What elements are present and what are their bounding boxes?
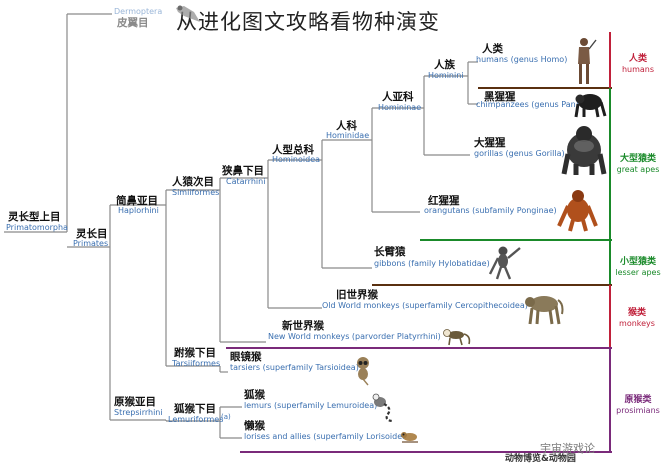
leaf-lorises-cn: 懒猴 (244, 420, 265, 432)
node-haplorhini-cn: 简鼻亚目 (116, 195, 158, 207)
leaf-lorises-en: lorises and allies (superfamily Lorisoid… (244, 432, 411, 441)
group-prosimians-en: prosimians (616, 406, 660, 416)
group-prosimians: 原猴类 prosimians (612, 395, 664, 416)
group-great-apes: 大型猿类 great apes (612, 154, 664, 175)
node-catarrhini-en: Catarrhini (226, 177, 266, 186)
group-monkeys-cn: 猴类 (627, 308, 646, 318)
leaf-gibbons-en: gibbons (family Hylobatidae) (374, 259, 490, 268)
leaf-oldworld-cn: 旧世界猴 (336, 289, 378, 301)
group-great-apes-cn: 大型猿类 (619, 154, 656, 164)
leaf-gorillas-en: gorillas (genus Gorilla) (474, 149, 565, 158)
node-strepsirrhini-cn: 原猴亚目 (114, 396, 156, 408)
loris-image (401, 432, 418, 443)
group-lesser-apes: 小型猿类 lesser apes (612, 257, 664, 278)
node-lemuriformes-cn: 狐猴下目 (174, 403, 216, 415)
node-hominidae-en: Hominidae (326, 131, 370, 140)
human-image (578, 38, 597, 84)
node-tarsiiformes-en: Tarsiiformes (172, 359, 221, 368)
group-humans-cn: 人类 (628, 54, 647, 64)
node-haplorhini-en: Haplorhini (118, 206, 159, 215)
colugo-image (176, 5, 200, 22)
leaf-humans-cn: 人类 (482, 43, 503, 55)
node-hominidae-cn: 人科 (336, 120, 357, 132)
node-primates-en: Primates (73, 239, 109, 248)
node-catarrhini-cn: 狭鼻下目 (222, 165, 264, 177)
leaf-tarsiers-cn: 眼镜猴 (230, 351, 262, 363)
node-hominoidea-cn: 人型总科 (272, 144, 314, 156)
leaf-newworld-en: New World monkeys (parvorder Platyrrhini… (268, 332, 441, 341)
node-hominini-cn: 人族 (434, 59, 455, 71)
node-primatomorpha-cn: 灵长型上目 (8, 211, 61, 223)
node-strepsirrhini-en: Strepsirrhini (114, 408, 163, 417)
leaf-chimpanzees-cn: 黑猩猩 (484, 91, 516, 103)
node-lemuriformes-note: (a) (221, 413, 231, 421)
group-humans-en: humans (621, 65, 655, 75)
group-humans: 人类 humans (614, 54, 662, 75)
node-lemuriformes-en: Lemuriformes (168, 415, 224, 424)
node-hominini-en: Hominini (428, 71, 464, 80)
orangutan-image (557, 190, 598, 232)
credit-label: 动物博览&动物园 (505, 454, 576, 464)
leaf-gibbons-cn: 长臂猿 (374, 246, 406, 258)
leaf-orangutans-en: orangutans (subfamily Ponginae) (424, 206, 557, 215)
new-world-monkey-image (443, 329, 471, 346)
page-title: 从进化图文攻略看物种演变 (176, 10, 440, 34)
gorilla-image (561, 126, 607, 175)
group-monkeys-en: monkeys (619, 319, 655, 329)
baboon-image (525, 296, 564, 325)
node-simiiformes-cn: 人猿次目 (172, 176, 214, 188)
leaf-lemurs-cn: 狐猴 (244, 389, 265, 401)
leaf-gorillas-cn: 大猩猩 (474, 137, 506, 149)
tarsier-image (357, 357, 369, 386)
node-simiiformes-en: Simiiformes (172, 188, 220, 197)
leaf-newworld-cn: 新世界猴 (282, 320, 324, 332)
node-hominoidea-en: Hominoidea (272, 155, 321, 164)
group-monkeys: 猴类 monkeys (612, 308, 662, 329)
node-primates-cn: 灵长目 (76, 228, 108, 240)
node-homininae-en: Homininae (378, 103, 422, 112)
watermark: 宇宙游戏论 (540, 442, 595, 455)
node-homininae-cn: 人亚科 (382, 91, 414, 103)
group-prosimians-cn: 原猴类 (624, 395, 652, 405)
node-primatomorpha-en: Primatomorpha (6, 223, 68, 232)
group-lesser-apes-cn: 小型猿类 (619, 257, 656, 267)
gibbon-image (488, 246, 521, 280)
leaf-orangutans-cn: 红猩猩 (428, 195, 460, 207)
node-dermoptera-cn: 皮翼目 (117, 17, 149, 29)
leaf-lemurs-en: lemurs (superfamily Lemuroidea) (244, 401, 378, 410)
lemur-image (372, 393, 393, 422)
node-dermoptera-en: Dermoptera (114, 7, 163, 16)
group-great-apes-en: great apes (616, 165, 660, 175)
chimpanzee-image (574, 94, 607, 118)
leaf-oldworld-en: Old World monkeys (superfamily Cercopith… (322, 301, 528, 310)
group-lesser-apes-en: lesser apes (615, 268, 661, 278)
leaf-tarsiers-en: tarsiers (superfamily Tarsioidea) (230, 363, 359, 372)
node-tarsiiformes-cn: 跗猴下目 (174, 347, 216, 359)
leaf-chimpanzees-en: chimpanzees (genus Pan) (476, 100, 579, 109)
leaf-humans-en: humans (genus Homo) (476, 55, 568, 64)
